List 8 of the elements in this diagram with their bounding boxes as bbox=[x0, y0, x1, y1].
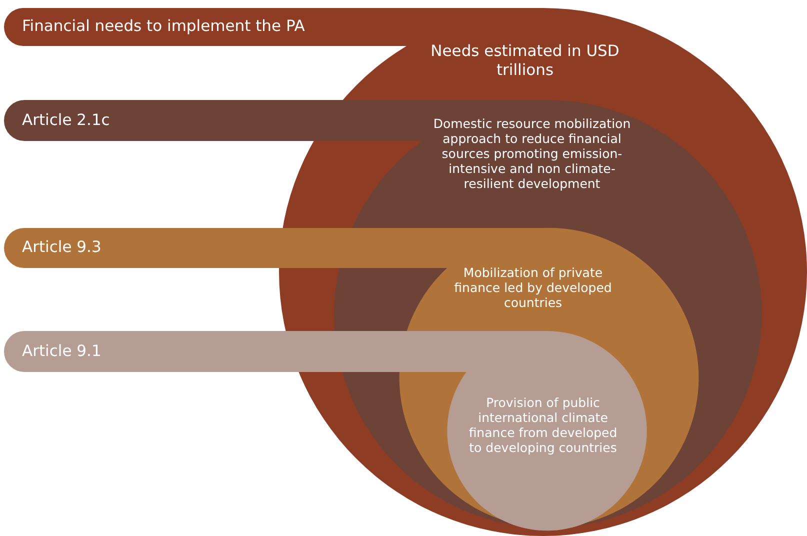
description-text: Needs estimated in USD trillions bbox=[430, 42, 620, 80]
tab-label: Financial needs to implement the PA bbox=[22, 17, 305, 35]
tab-label: Article 2.1c bbox=[22, 110, 110, 129]
tab-label: Article 9.3 bbox=[22, 238, 102, 256]
description-text: Mobilization of private finance led by developed countries bbox=[453, 264, 613, 310]
description-text: Domestic resource mobilization approach to reduce financial sources promoting emission-intensive and non climate-resilient development bbox=[432, 116, 632, 192]
description-text: Provision of public international climate finance from developed to developing countries bbox=[468, 395, 618, 456]
tab-label: Article 9.1 bbox=[22, 342, 102, 360]
